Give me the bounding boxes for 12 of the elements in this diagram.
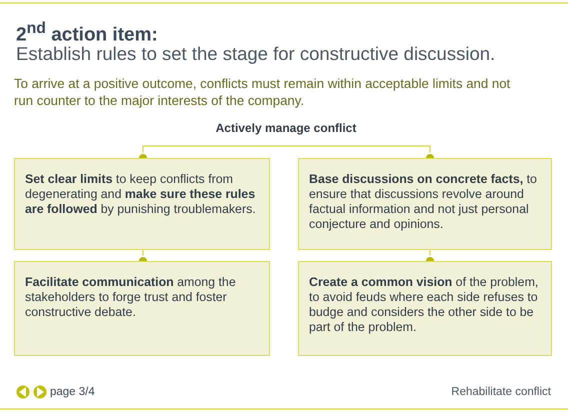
- action-card: [14, 158, 270, 250]
- footer-text: Rehabilitate conflict: [451, 386, 551, 398]
- action-card: [298, 261, 552, 356]
- card-text: Create a common vision of the problem, to avoid feuds where each side refuses to budge and considers the other side to be part of the problem.: [309, 275, 538, 334]
- intro-text: To arrive at a positive outcome, conflicts must remain within acceptable limits and not run counter to the major interests of the company.: [14, 75, 512, 109]
- card-text: Facilitate communication among the stakeholders to forge trust and foster constructive debate.: [25, 275, 236, 319]
- card-text: Set clear limits to keep conflicts from degenerating and make sure these rules are followed by punishing troublemakers.: [25, 172, 256, 216]
- card-text: Base discussions on concrete facts, to ensure that discussions revolve around factual information and not just personal conjecture and opinions.: [309, 172, 537, 231]
- page-number: page 3/4: [50, 386, 95, 398]
- heading-text: Actively manage conflict: [186, 121, 386, 146]
- action-card: [14, 261, 270, 356]
- action-card: [298, 158, 552, 250]
